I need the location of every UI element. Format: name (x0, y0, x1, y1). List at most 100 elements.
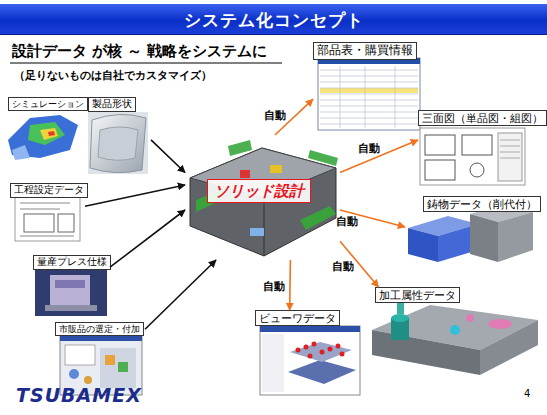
machining-model-image (391, 314, 409, 322)
simulation-image (12, 145, 30, 160)
press-spec-image (35, 268, 107, 316)
mold-assembly-image (190, 140, 338, 256)
viewer-screen (312, 342, 317, 347)
parts-list-screen (318, 58, 420, 130)
process-sheet-image (15, 196, 80, 241)
flow-arrow (85, 185, 185, 206)
press-spec-image (55, 280, 85, 288)
process-sheet-image (15, 196, 80, 241)
output-node: 加工属性データ (370, 287, 540, 377)
mold-assembly-image (190, 148, 336, 256)
drawing-sheet-image (498, 133, 522, 181)
parts-catalog-image (118, 362, 128, 372)
flow-arrow (289, 260, 291, 310)
sub-heading: 設計データ が核 ～ 戦略をシステムに (12, 42, 267, 61)
viewer-screen (296, 348, 301, 353)
output-node: ビューワデータ (255, 310, 360, 395)
node-label: 鋳物データ（削代付） (423, 196, 541, 212)
machining-model-image (480, 320, 538, 375)
parts-catalog-image (105, 355, 115, 365)
drawing-sheet-image (500, 140, 520, 158)
product-shape-image (98, 127, 138, 160)
viewer-screen (328, 347, 333, 352)
slide-title: システム化コンセプト (0, 9, 547, 32)
drawing-sheet-image (462, 135, 492, 155)
machining-model-image (372, 330, 480, 375)
machining-model-image (488, 319, 512, 329)
viewer-screen (304, 345, 309, 350)
company-logo: TSUBAMEX (16, 384, 142, 406)
drawing-sheet-image (425, 160, 455, 180)
mold-assembly-image (270, 165, 282, 173)
node-label: シミュレーション (8, 97, 88, 111)
machining-model-image (372, 300, 538, 375)
note-text: （足りないものは自社でカスタマイズ） (14, 68, 212, 83)
edge-label: 自動 (264, 108, 286, 123)
core-design-node: ソリッド設計 (185, 135, 340, 260)
viewer-screen (336, 344, 341, 349)
node-label: 市販品の選定・付加 (55, 322, 144, 336)
output-node: 三面図（単品図・組図） (418, 110, 540, 185)
mold-assembly-image (240, 170, 250, 178)
output-node: 鋳物データ（削代付） (405, 196, 537, 265)
core-label: ソリッド設計 (207, 179, 311, 203)
parts-list-screen (318, 58, 420, 130)
parts-list-screen (320, 88, 418, 93)
parts-catalog-image (65, 345, 95, 365)
press-spec-image (50, 275, 90, 305)
node-label: 三面図（単品図・組図） (418, 110, 547, 126)
output-node: 量産プレス仕様 (33, 255, 110, 316)
output-node: 製品形状 (85, 97, 151, 175)
parts-catalog-image (69, 369, 79, 379)
viewer-screen (340, 352, 345, 357)
viewer-screen (260, 326, 360, 395)
process-sheet-image (24, 214, 54, 232)
heading-underline (10, 62, 282, 63)
flow-arrow (110, 210, 185, 267)
simulation-image (40, 128, 58, 140)
output-node: 部品表・購買情報 (313, 42, 420, 130)
simulation-image (5, 110, 80, 162)
edge-label: 自動 (358, 141, 380, 156)
output-node: シミュレーション (5, 97, 81, 162)
simulation-image (48, 131, 55, 136)
parts-catalog-image (84, 376, 92, 384)
page-number: 4 (524, 388, 530, 399)
simulation-image (5, 110, 80, 162)
mold-assembly-image (228, 140, 252, 156)
node-label: 製品形状 (88, 97, 136, 112)
viewer-screen (262, 334, 284, 392)
viewer-screen (260, 326, 360, 332)
node-label: 加工属性データ (375, 287, 460, 303)
product-shape-image (88, 112, 148, 174)
edge-label: 自動 (336, 214, 358, 229)
drawing-sheet-image (420, 128, 525, 185)
parts-catalog-image (100, 348, 136, 388)
node-label: ビューワデータ (255, 310, 340, 326)
node-label: 工程設定データ (10, 183, 88, 198)
output-node: 工程設定データ (10, 183, 85, 241)
process-sheet-image (58, 214, 74, 232)
viewer-screen (260, 326, 360, 395)
mold-assembly-image (300, 206, 336, 230)
casting-model-image (470, 214, 498, 262)
viewer-screen (308, 354, 313, 359)
casting-model-image (408, 228, 438, 262)
edge-label: 自動 (332, 259, 354, 274)
viewer-screen (320, 350, 325, 355)
machining-model-image (466, 314, 474, 322)
mold-assembly-image (250, 228, 264, 236)
flow-arrow (340, 140, 418, 173)
flow-arrow (145, 260, 216, 329)
drawing-sheet-image (425, 135, 455, 155)
casting-model-image (408, 204, 533, 262)
edge-label: 自動 (263, 279, 285, 294)
simulation-image (28, 122, 65, 145)
viewer-screen (290, 342, 352, 362)
mold-assembly-image (264, 198, 265, 256)
title-banner: システム化コンセプト (0, 4, 547, 35)
drawing-sheet-image (420, 128, 525, 185)
press-spec-image (35, 268, 107, 316)
viewer-screen (288, 360, 356, 384)
